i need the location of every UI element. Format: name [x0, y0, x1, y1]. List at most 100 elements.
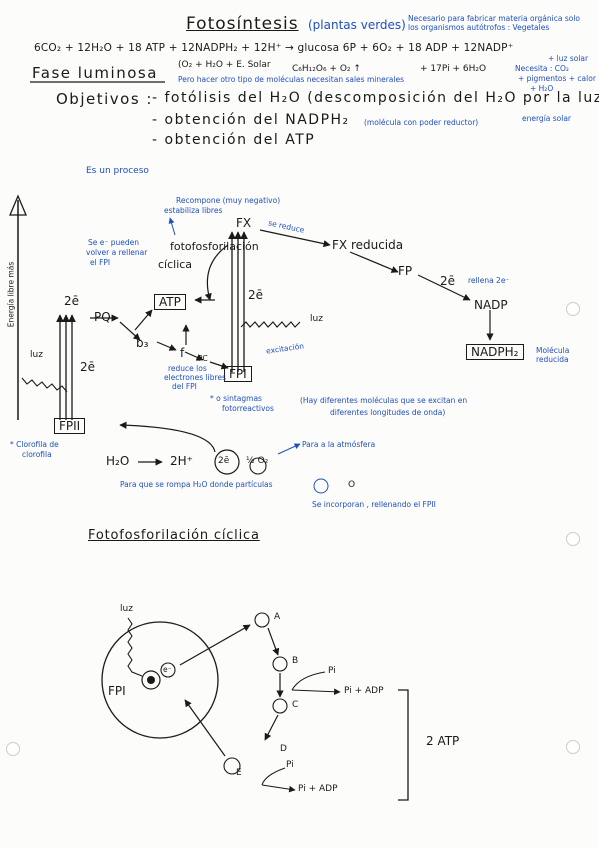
clorofila-1: * Clorofila de — [10, 440, 59, 449]
necesita-3: + H₂O — [530, 84, 554, 93]
fpi-big-circle — [101, 621, 219, 739]
h2o-label: H₂O — [106, 454, 130, 468]
fase-title: Fase luminosa — [32, 64, 158, 82]
luz-wave-fpi — [240, 321, 301, 328]
recompone-note-2: estabiliza libres — [164, 206, 223, 215]
arrow-b3-f — [156, 341, 177, 351]
two-e-circle — [214, 449, 240, 475]
o2-circle — [249, 457, 267, 475]
fpi-box: FPI — [224, 366, 252, 382]
pc-label: PC — [198, 354, 208, 363]
pi-label-1: Pi — [328, 666, 336, 676]
para-que-note: Para que se rompa H₂O donde partículas — [120, 480, 273, 489]
arrow-f-pc — [184, 351, 204, 361]
objetivo-3: - obtención del ATP — [152, 132, 316, 148]
eq2-right: C₆H₁₂O₆ + O₂ ↑ — [292, 64, 361, 74]
label-b: B — [292, 656, 299, 666]
hay-diferentes-2: diferentes longitudes de onda) — [330, 408, 446, 417]
pi-curve-1 — [291, 671, 326, 691]
se-pueden-2: volver a rellenar — [86, 248, 148, 257]
se-pueden-1: Se e⁻ pueden — [88, 238, 139, 247]
note-sales: Pero hacer otro tipo de moléculas necesi… — [178, 75, 404, 84]
label-e: E — [236, 768, 242, 778]
two-atp-label: 2 ATP — [426, 734, 460, 748]
o-label: O — [348, 480, 356, 490]
eq2-tail: + 17Pi + 6H₂O — [420, 64, 487, 74]
f-label: f — [180, 346, 185, 360]
arrow-to-atp — [134, 309, 153, 331]
energia-solar-note: energía solar — [522, 114, 572, 123]
nadp-label: NADP — [474, 298, 508, 312]
two-e-left-top: 2ē — [64, 294, 80, 308]
pi-adp-label-2: Pi + ADP — [298, 784, 338, 794]
eq2-left: (O₂ + H₂O + E. Solar — [178, 60, 271, 70]
circle-e — [223, 757, 241, 775]
energia-axis-label: Energía libre más — [6, 261, 16, 328]
nadph2-box: NADPH₂ — [466, 344, 524, 360]
arrow-fp-nadp — [417, 274, 471, 301]
binder-hole-3 — [566, 740, 580, 754]
luz-fpi: luz — [310, 314, 323, 324]
binder-hole-1 — [566, 302, 580, 316]
reduce-los-2: electrones libres — [164, 373, 226, 382]
two-e-left-bottom: 2ē — [80, 360, 96, 374]
arrow-to-fpii-return — [119, 421, 216, 453]
arrow-a-b — [267, 627, 280, 656]
circle-c — [272, 698, 288, 714]
b3-label: b₃ — [136, 336, 149, 350]
molecula-reducida-note: Molécula reducida — [536, 346, 570, 364]
two-e-circled: 2ē — [218, 456, 230, 466]
es-un-proceso: Es un proceso — [86, 166, 149, 176]
sintagmas-1: * o sintagmas — [210, 394, 262, 403]
luz-fpii: luz — [30, 350, 43, 360]
sintagmas-2: fotorreactivos — [222, 404, 274, 413]
ciclica-title: Fotofosforilación cíclica — [88, 528, 260, 543]
fpi-e-symbol: e⁻ — [163, 665, 172, 674]
se-incorporan-note: Se incorporan , rellenando el FPII — [312, 500, 436, 509]
reduce-los-1: reduce los — [168, 364, 207, 373]
atp-box: ATP — [154, 294, 186, 310]
fotofosforilacion-label: fotofosforilación — [170, 240, 259, 253]
ciclica-fpi: FPI — [108, 684, 126, 698]
objetivo-2: - obtención del NADPH₂ — [152, 112, 350, 128]
two-h-label: 2H⁺ — [170, 454, 193, 468]
arrow-pc-fpi — [209, 361, 229, 370]
arrow-pi-adp-1 — [291, 688, 341, 696]
objetivos-label: Objetivos : — [56, 90, 153, 108]
arrow-reducida-fp — [349, 251, 399, 273]
necesita-1: Necesita : CO₂ — [515, 64, 569, 73]
cyclic-return-arc — [204, 244, 229, 301]
half-o2-label: ½ O₂ — [246, 456, 269, 466]
pq-label: PQ — [94, 310, 111, 324]
fpi-core-dot — [147, 676, 155, 684]
recompone-note: Recompone (muy negativo) — [176, 196, 281, 205]
arrow-e-fpi — [184, 699, 226, 757]
rellena-note: rellena 2e⁻ — [468, 276, 510, 285]
label-a: A — [274, 612, 281, 622]
objetivo-2-note: (molécula con poder reductor) — [364, 118, 479, 127]
necesita-2: + pigmentos + calor — [518, 74, 596, 83]
blue-arrow-recompone — [168, 217, 176, 236]
arrow-pq-b3 — [119, 321, 141, 341]
clorofila-2: clorofila — [22, 450, 52, 459]
circle-b — [272, 656, 288, 672]
fpi-e-circle — [160, 662, 176, 678]
blue-arrow-atmosfera — [277, 443, 301, 455]
label-c: C — [292, 700, 299, 710]
pi-label-2: Pi — [286, 760, 294, 770]
header-note: Necesario para fabricar materia orgánica… — [408, 14, 580, 32]
arrow-to-a — [179, 624, 251, 666]
main-equation: 6CO₂ + 12H₂O + 18 ATP + 12NADPH₂ + 12H⁺ … — [34, 42, 514, 54]
hay-diferentes-1: (Hay diferentes moléculas que se excitan… — [300, 396, 468, 405]
objetivo-1: - fotólisis del H₂O (descomposición del … — [152, 90, 599, 106]
ciclica-luz: luz — [120, 604, 133, 614]
ciclica-luz-wave — [127, 617, 143, 677]
title-subtitle: (plantas verdes) — [308, 18, 406, 32]
se-pueden-3: el FPI — [90, 258, 111, 267]
pi-adp-label-1: Pi + ADP — [344, 686, 384, 696]
e-circle-blue — [313, 478, 329, 494]
fx-label: FX — [236, 216, 252, 230]
page-title: Fotosíntesis — [186, 14, 299, 34]
